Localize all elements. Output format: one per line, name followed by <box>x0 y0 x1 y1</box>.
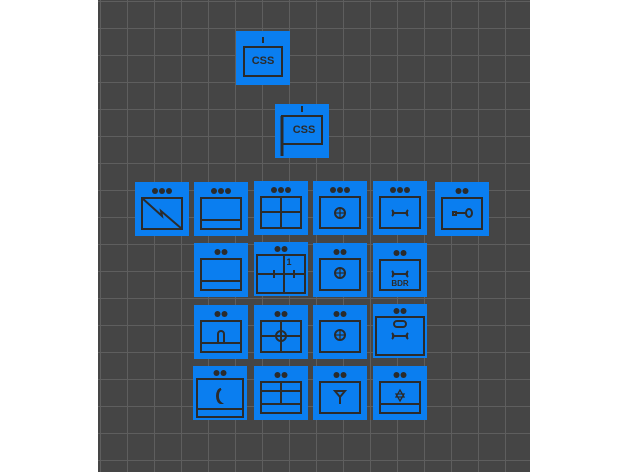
window-wheel-tile[interactable] <box>313 305 367 359</box>
window-wheel-footer-icon <box>319 249 361 291</box>
window-diagonal-tile[interactable] <box>135 182 189 236</box>
window-arch-icon <box>200 311 242 353</box>
css-box-tile[interactable]: CSS <box>236 31 290 85</box>
window-funnel-tile[interactable] <box>313 366 367 420</box>
css-flag-icon <box>280 106 323 156</box>
window-wheel-tile[interactable] <box>313 181 367 235</box>
window-table-icon <box>260 372 302 414</box>
border-label: BDR <box>391 279 409 288</box>
window-wheel-icon <box>319 311 361 353</box>
grid-canvas <box>98 0 530 472</box>
window-diagonal-icon <box>141 188 183 230</box>
window-crescent-tile[interactable] <box>193 366 247 420</box>
css-flag-tile[interactable]: CSS <box>275 104 329 158</box>
window-quad-icon <box>260 187 302 229</box>
window-quad-wheel-icon <box>260 311 302 353</box>
window-key-tile[interactable] <box>435 182 489 236</box>
window-arch-tile[interactable] <box>194 305 248 359</box>
css-box-icon <box>243 37 283 77</box>
window-pill-bone-tile[interactable] <box>373 304 427 358</box>
window-quad-tile[interactable] <box>254 181 308 235</box>
css-label: CSS <box>292 124 316 136</box>
window-footer-icon <box>200 188 242 230</box>
window-pill-bone-icon <box>375 308 425 356</box>
window-star-icon <box>379 372 421 414</box>
tick-label: 1 <box>286 257 292 267</box>
window-quad-ticks-tile[interactable]: 1 <box>254 242 308 296</box>
window-key-icon <box>441 188 483 230</box>
window-footer-icon <box>200 249 242 291</box>
window-bone-tile[interactable] <box>373 181 427 235</box>
css-label: CSS <box>251 55 275 67</box>
window-bone-border-tile[interactable]: BDR <box>373 243 427 297</box>
window-star-tile[interactable] <box>373 366 427 420</box>
window-wheel-icon <box>319 187 361 229</box>
window-quad-ticks-icon <box>256 246 306 294</box>
window-footer-tile[interactable] <box>194 243 248 297</box>
window-funnel-icon <box>319 372 361 414</box>
window-wheel-footer-tile[interactable] <box>313 243 367 297</box>
window-quad-wheel-tile[interactable] <box>254 305 308 359</box>
window-table-tile[interactable] <box>254 366 308 420</box>
window-bone-icon <box>379 187 421 229</box>
window-crescent-icon <box>196 370 244 418</box>
window-footer-tile[interactable] <box>194 182 248 236</box>
window-bone-border-icon <box>379 250 421 291</box>
